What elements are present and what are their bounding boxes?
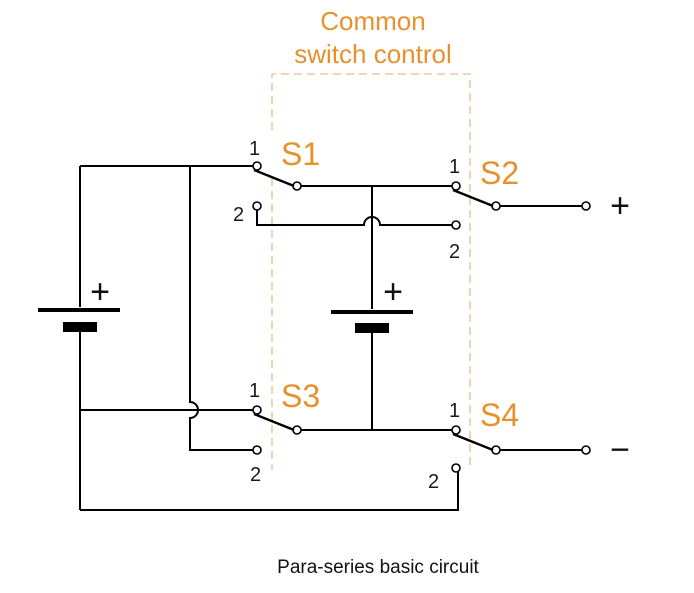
s1-terminal-2 xyxy=(252,201,262,211)
s1-pos1-label: 1 xyxy=(249,138,260,160)
left-battery-short-plate xyxy=(63,322,97,332)
left-battery-plus: + xyxy=(90,273,110,311)
output-positive-sign: + xyxy=(610,187,630,225)
s2-pos2-label: 2 xyxy=(449,241,460,263)
s3-label: S3 xyxy=(281,378,320,414)
wire-bottom xyxy=(80,472,459,511)
s3-pos2-label: 2 xyxy=(250,464,261,486)
s4-blade xyxy=(452,432,494,452)
s4-terminal-1 xyxy=(451,425,461,435)
s2-terminal-1 xyxy=(451,181,461,191)
s2-terminal-2 xyxy=(451,220,461,230)
wire-left-vertical xyxy=(189,166,253,451)
s4-terminal-common xyxy=(491,445,501,455)
common-control-box xyxy=(271,73,471,470)
s3-terminal-1 xyxy=(252,405,262,415)
wire-s1p2-s2p2 xyxy=(256,210,452,226)
s3-terminal-common xyxy=(292,425,302,435)
s4-label: S4 xyxy=(480,397,519,433)
output-negative-sign: − xyxy=(610,431,630,469)
left-battery: + xyxy=(38,166,120,510)
s3-blade xyxy=(253,412,295,432)
header-line-1: Common xyxy=(320,6,425,36)
s2-blade xyxy=(452,188,494,208)
switch-s2: 1 2 S2 xyxy=(449,155,519,263)
switch-s3: 1 2 S3 xyxy=(249,378,320,486)
s4-pos2-label: 2 xyxy=(428,471,439,493)
switch-s4: 1 2 S4 xyxy=(428,397,519,493)
s4-terminal-2 xyxy=(451,463,461,473)
s1-blade xyxy=(253,168,295,188)
s2-terminal-common xyxy=(491,201,501,211)
s1-label: S1 xyxy=(281,136,320,172)
center-battery-plus: + xyxy=(383,273,403,311)
header-line-2: switch control xyxy=(294,39,452,69)
s4-pos1-label: 1 xyxy=(449,400,460,422)
caption: Para-series basic circuit xyxy=(277,557,479,578)
s2-pos1-label: 1 xyxy=(449,156,460,178)
center-battery-short-plate xyxy=(355,323,389,333)
s3-pos1-label: 1 xyxy=(249,380,260,402)
output-negative-terminal xyxy=(581,445,591,455)
s2-label: S2 xyxy=(480,155,519,191)
center-battery: + xyxy=(331,186,413,430)
s3-terminal-2 xyxy=(252,445,262,455)
s1-terminal-common xyxy=(292,181,302,191)
s1-terminal-1 xyxy=(252,161,262,171)
s1-pos2-label: 2 xyxy=(233,204,244,226)
output-positive-terminal xyxy=(581,201,591,211)
switch-s1: 1 2 S1 xyxy=(233,136,320,226)
